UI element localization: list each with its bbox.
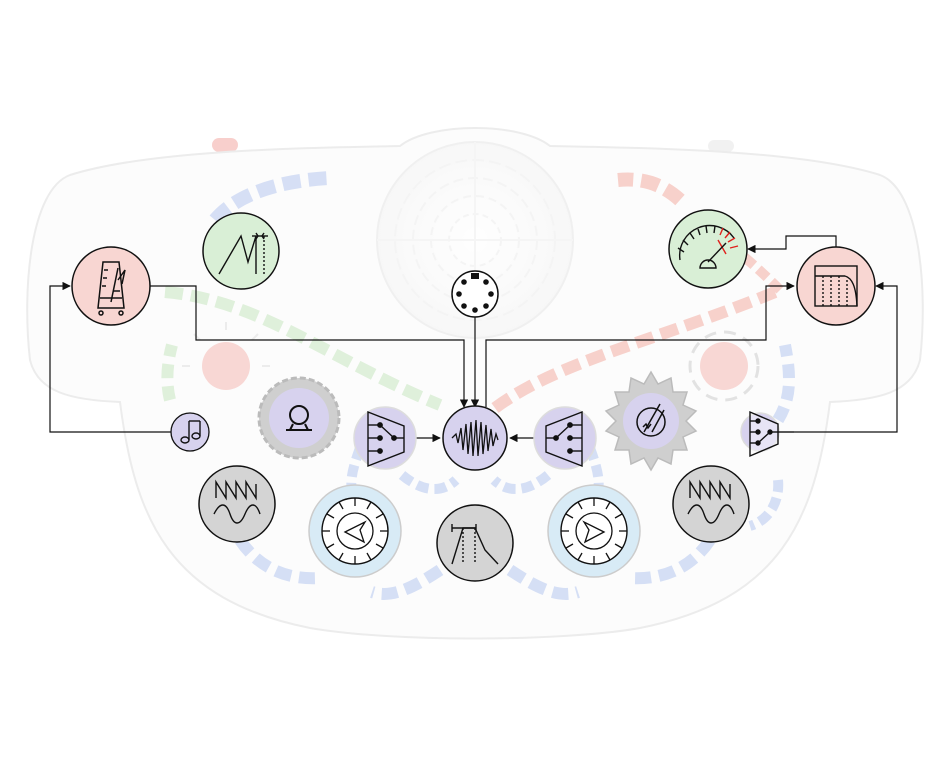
output-node[interactable]	[443, 406, 507, 470]
mux-left-node[interactable]	[354, 407, 416, 469]
envelope-left-node[interactable]	[203, 213, 279, 289]
sequencer-node[interactable]	[797, 247, 875, 325]
mux-right-node[interactable]	[534, 407, 596, 469]
oscillator-right-node[interactable]	[673, 466, 749, 542]
envelope-center-node[interactable]	[437, 505, 513, 581]
dial-right-node[interactable]	[548, 485, 640, 577]
metronome-node[interactable]	[72, 247, 150, 325]
left-pad	[202, 342, 250, 390]
midi-connector-node[interactable]	[452, 271, 498, 317]
top-left-button	[212, 138, 238, 152]
top-right-button	[708, 140, 734, 152]
note-trigger-node[interactable]	[171, 413, 209, 451]
tuner-node[interactable]	[669, 210, 747, 288]
right-pad	[700, 342, 748, 390]
filter-knob-node[interactable]	[259, 378, 339, 458]
oscillator-left-node[interactable]	[199, 466, 275, 542]
dial-left-node[interactable]	[309, 485, 401, 577]
